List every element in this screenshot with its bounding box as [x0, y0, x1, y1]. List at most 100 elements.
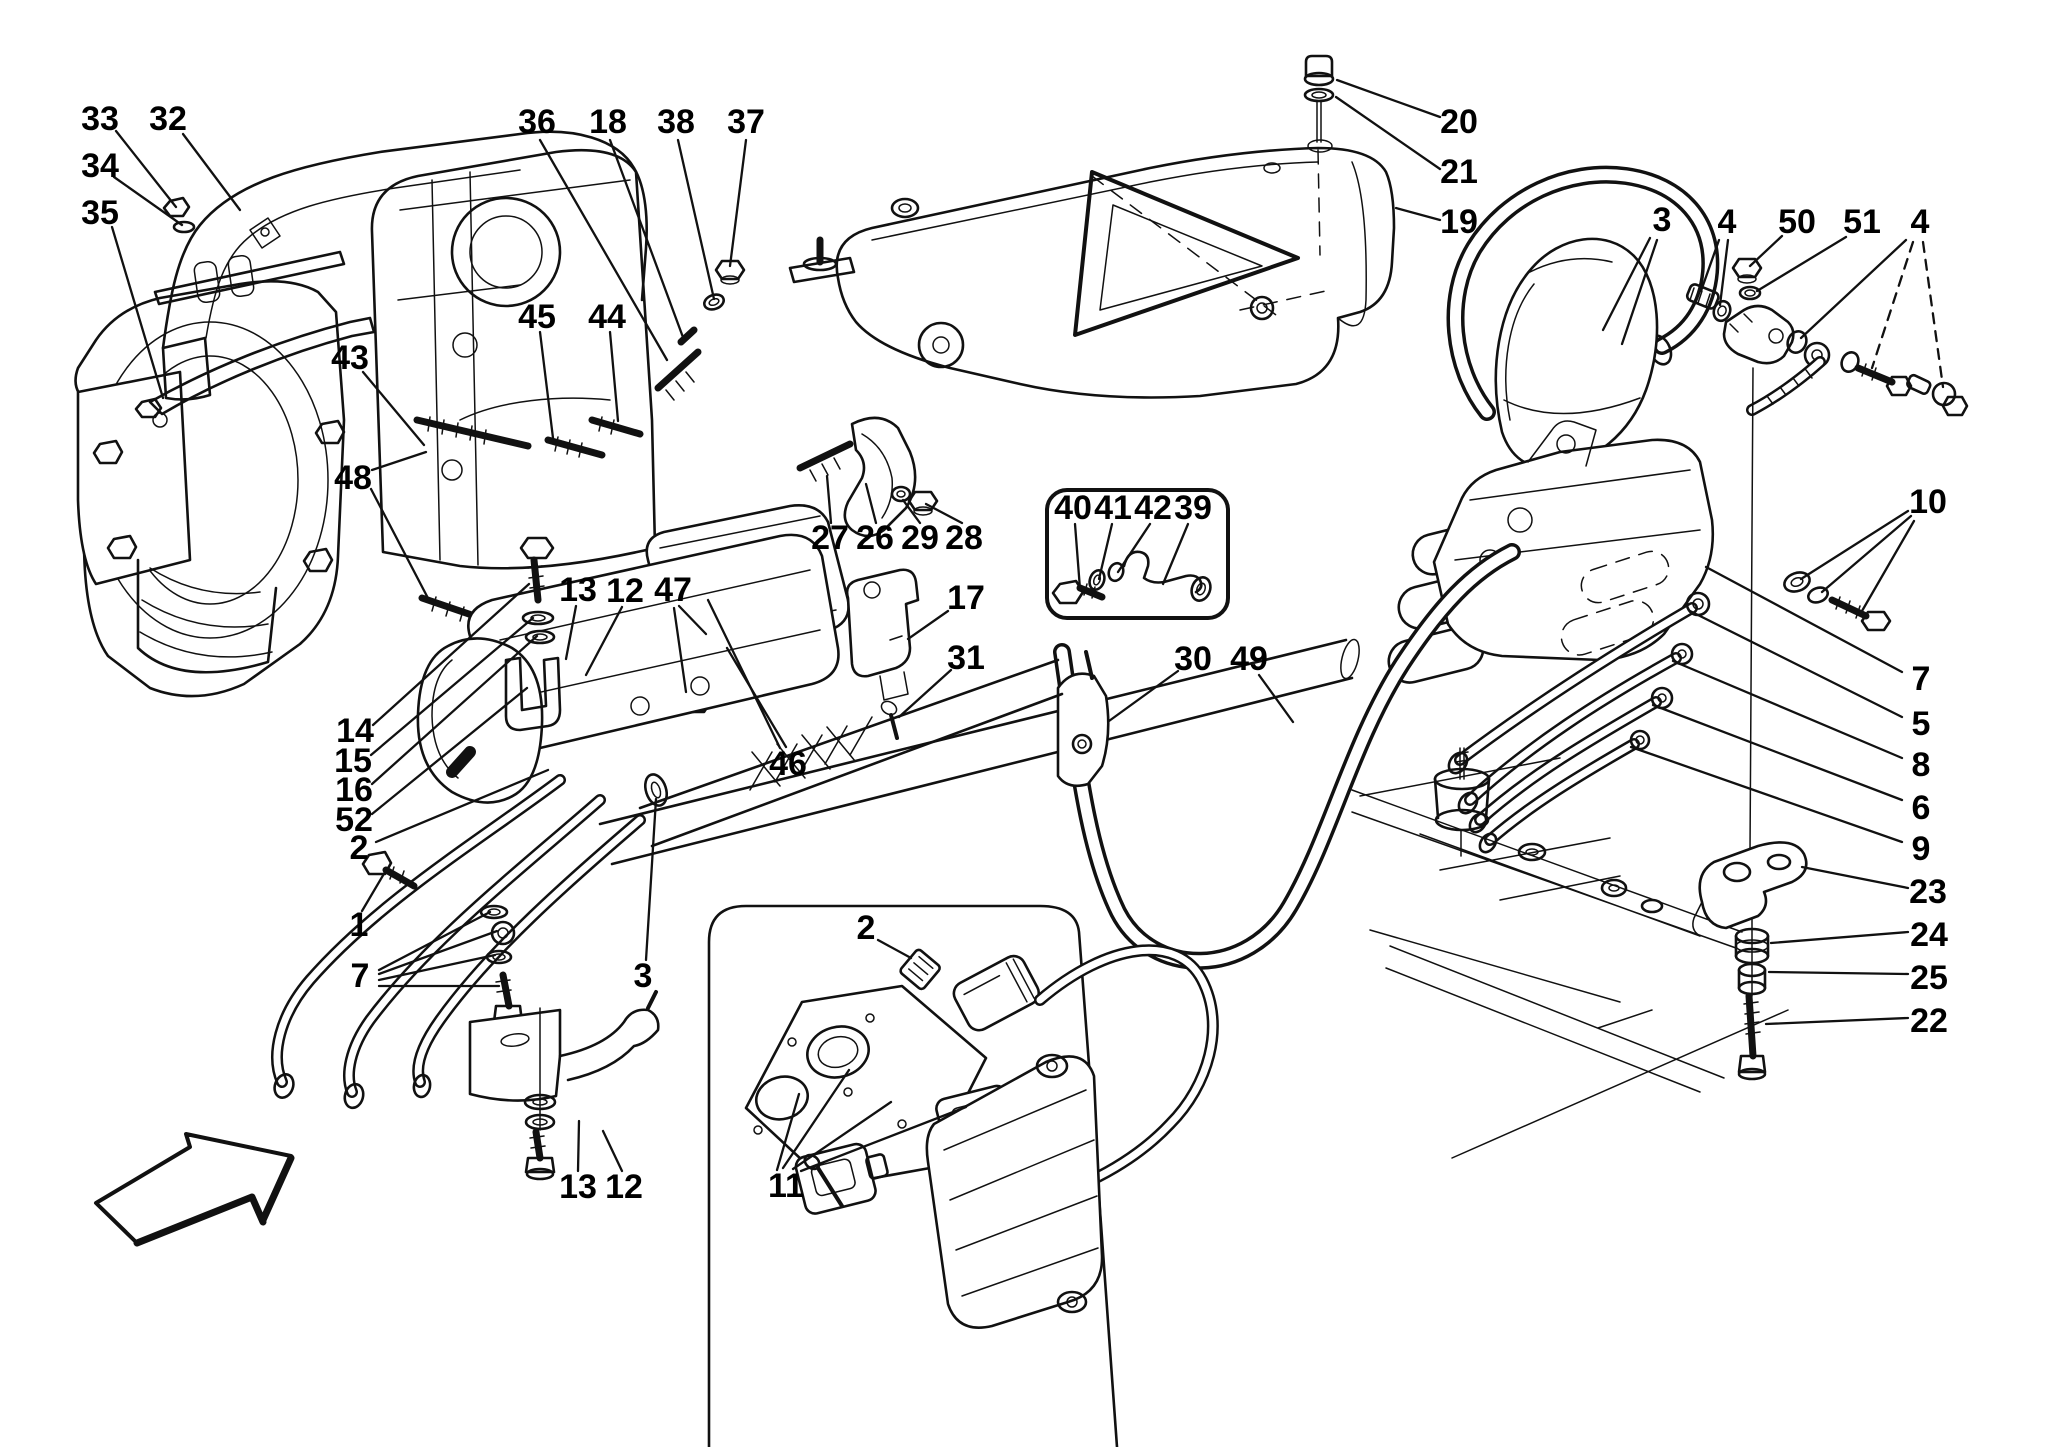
- banjo-bolt-group: [1783, 571, 1892, 632]
- part-label-9: 9: [1912, 830, 1931, 868]
- part-label-37: 37: [727, 103, 765, 141]
- part-label-38: 38: [657, 103, 695, 141]
- leader-line-4b-2: [1921, 240, 1945, 389]
- leader-line-43-0: [361, 370, 426, 447]
- leader-line-41-0: [1097, 522, 1114, 581]
- mount-column: [1692, 841, 1808, 1081]
- leader-line-24-0: [1769, 930, 1910, 945]
- part-label-36: 36: [518, 103, 556, 141]
- part-label-43: 43: [331, 339, 369, 377]
- leader-line-10-2: [1860, 519, 1916, 613]
- clutch-actuator: [416, 504, 920, 804]
- inset-border: [707, 904, 1119, 1447]
- part-label-31: 31: [947, 639, 985, 677]
- part-label-16: 16: [335, 771, 373, 809]
- leader-line-35-0: [110, 225, 165, 400]
- part-label-34: 34: [81, 147, 119, 185]
- leader-line-33-0: [114, 129, 178, 209]
- union-fittings: [1685, 257, 1969, 853]
- leader-line-14-0: [371, 582, 531, 727]
- tube-clamp: [1056, 650, 1110, 788]
- part-label-40: 40: [1054, 489, 1092, 527]
- part-label-41: 41: [1094, 489, 1132, 527]
- guard-panel: [788, 54, 1396, 399]
- leader-line-11-3: [799, 1105, 968, 1173]
- leader-line-45-0: [538, 330, 555, 440]
- leader-line-52-0: [370, 686, 529, 816]
- leader-line-3b-0: [644, 797, 658, 962]
- part-label-3b: 3: [634, 957, 653, 995]
- part-label-52: 52: [335, 801, 373, 839]
- part-label-7a: 7: [351, 957, 370, 995]
- leader-line-37-0: [728, 138, 748, 268]
- leader-line-4a-0: [1699, 238, 1721, 293]
- part-label-3a: 3: [1653, 201, 1672, 239]
- leader-line-13a-0: [564, 604, 578, 661]
- part-label-44: 44: [588, 298, 626, 336]
- chassis-frame: [1351, 747, 1789, 1159]
- part-label-4a: 4: [1718, 203, 1737, 241]
- part-label-19: 19: [1440, 203, 1478, 241]
- leader-line-46-1: [706, 598, 782, 750]
- leader-line-6-0: [1651, 703, 1904, 802]
- leader-line-12b-0: [601, 1129, 624, 1173]
- leader-line-3a-1: [1620, 238, 1659, 346]
- part-label-33: 33: [81, 100, 119, 138]
- part-label-2a: 2: [350, 829, 369, 867]
- part-label-7b: 7: [1912, 660, 1931, 698]
- bell-housing: [370, 148, 657, 570]
- leader-line-15-0: [369, 616, 535, 757]
- leader-line-7b-0: [1704, 565, 1904, 674]
- leader-line-7a-0: [377, 910, 492, 972]
- part-label-1: 1: [350, 906, 369, 944]
- leader-line-25-0: [1767, 970, 1910, 976]
- part-label-18: 18: [589, 103, 627, 141]
- leader-line-48-1: [369, 487, 432, 604]
- part-label-32: 32: [149, 100, 187, 138]
- leader-line-5-0: [1688, 609, 1904, 719]
- part-label-51: 51: [1843, 203, 1881, 241]
- part-label-25: 25: [1910, 959, 1948, 997]
- leader-line-17-0: [906, 609, 950, 641]
- part-label-21: 21: [1440, 153, 1478, 191]
- part-label-12b: 12: [605, 1168, 643, 1206]
- leader-line-50-0: [1748, 234, 1784, 268]
- part-label-17: 17: [947, 579, 985, 617]
- leader-line-44-0: [608, 330, 620, 423]
- leader-line-20-0: [1335, 78, 1442, 119]
- part-label-11: 11: [768, 1167, 804, 1205]
- leader-line-23-0: [1800, 865, 1910, 890]
- main-feed-hose: [1053, 543, 1521, 970]
- leader-line-18-0: [608, 138, 686, 342]
- part-label-13b: 13: [559, 1168, 597, 1206]
- outlet-hoses: [1447, 591, 1711, 854]
- leader-line-13b-0: [576, 1119, 581, 1173]
- part-label-2b: 2: [857, 909, 876, 947]
- leader-line-11-2: [791, 1100, 893, 1171]
- part-label-50: 50: [1778, 203, 1816, 241]
- leader-line-7a-1: [377, 929, 499, 976]
- part-label-39: 39: [1174, 489, 1212, 527]
- leader-line-30-0: [1107, 669, 1180, 723]
- part-label-12a: 12: [606, 572, 644, 610]
- part-label-15: 15: [334, 742, 372, 780]
- leader-line-9-0: [1629, 745, 1904, 844]
- part-label-24: 24: [1910, 916, 1948, 954]
- leader-line-2a-0: [374, 768, 550, 844]
- leader-line-2b-0: [876, 938, 913, 960]
- leader-line-32-0: [181, 132, 242, 212]
- leader-line-3a-0: [1601, 236, 1652, 332]
- part-label-29: 29: [901, 519, 939, 557]
- leader-line-21-0: [1334, 95, 1442, 171]
- part-label-47: 47: [654, 571, 692, 609]
- leader-line-47-1: [672, 606, 688, 694]
- leader-line-16-0: [370, 634, 539, 786]
- leader-line-4a-1: [1718, 238, 1730, 307]
- part-label-14: 14: [336, 712, 374, 750]
- part-label-26: 26: [856, 519, 894, 557]
- direction-arrow: [94, 1132, 295, 1247]
- leader-line-4b-1: [1870, 240, 1915, 370]
- leader-line-4b-0: [1799, 238, 1908, 340]
